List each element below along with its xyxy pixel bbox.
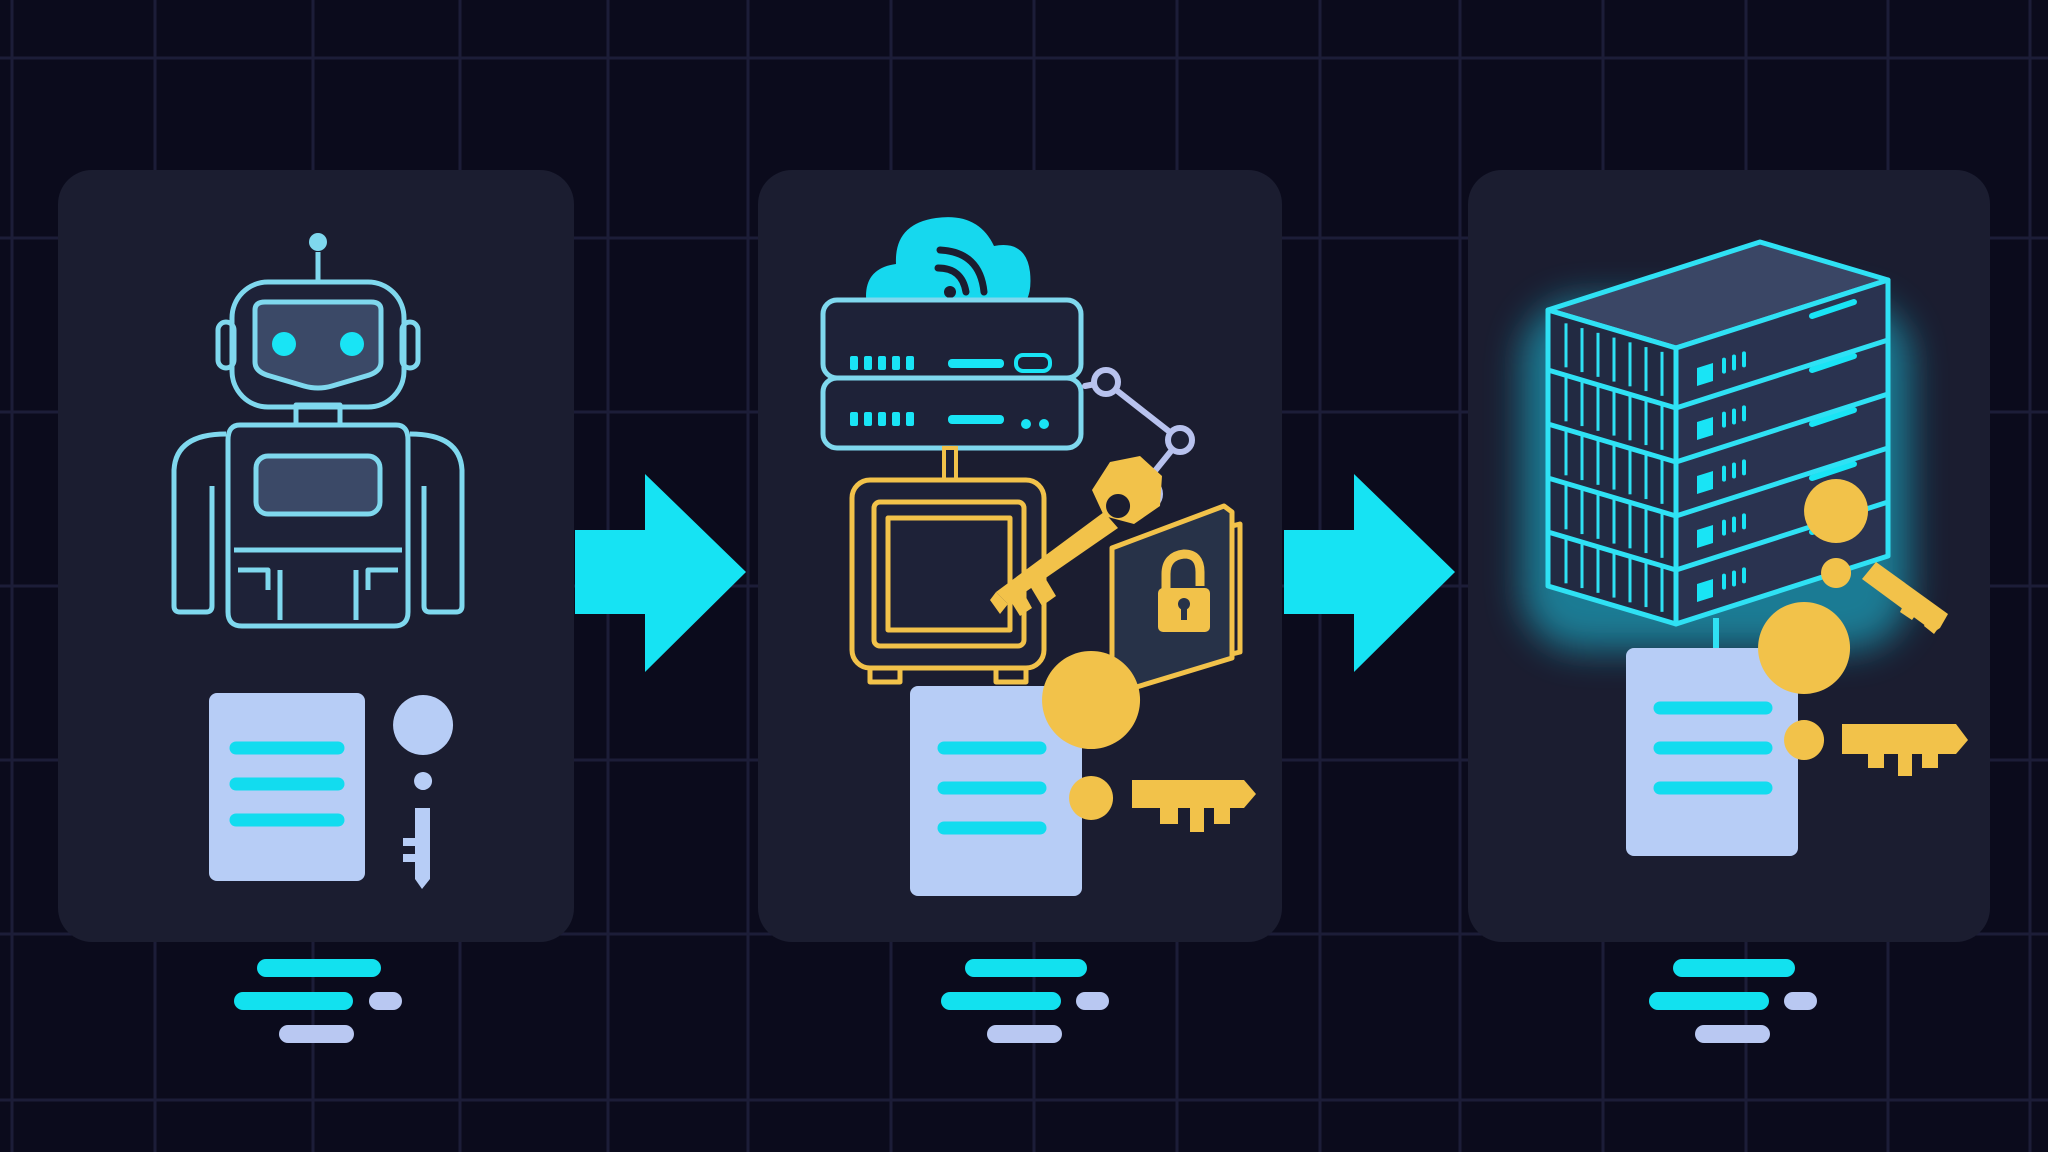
- gripper-key-icon: [990, 456, 1163, 616]
- small-key-icon: [393, 695, 454, 889]
- document-icon: [1626, 648, 1798, 856]
- key-icon: [1804, 479, 1948, 634]
- caption-bars-vault: [941, 959, 1109, 1043]
- arrow-right-icon: [1284, 474, 1455, 672]
- document-icon: [209, 693, 365, 881]
- key-icon: [1758, 602, 1968, 776]
- caption-bars-agent: [234, 959, 402, 1043]
- robotic-arm-icon: [1082, 367, 1195, 485]
- document-icon: [910, 686, 1082, 896]
- arrow-right-icon: [575, 474, 746, 672]
- server-stack-icon: [1545, 239, 1891, 648]
- cloud-icon: [866, 217, 1031, 312]
- caption-bars-servers: [1649, 959, 1817, 1043]
- robot-icon: [171, 233, 465, 629]
- router-icon: [820, 297, 1084, 482]
- key-icon: [1042, 651, 1256, 832]
- server-unit: [1545, 239, 1891, 411]
